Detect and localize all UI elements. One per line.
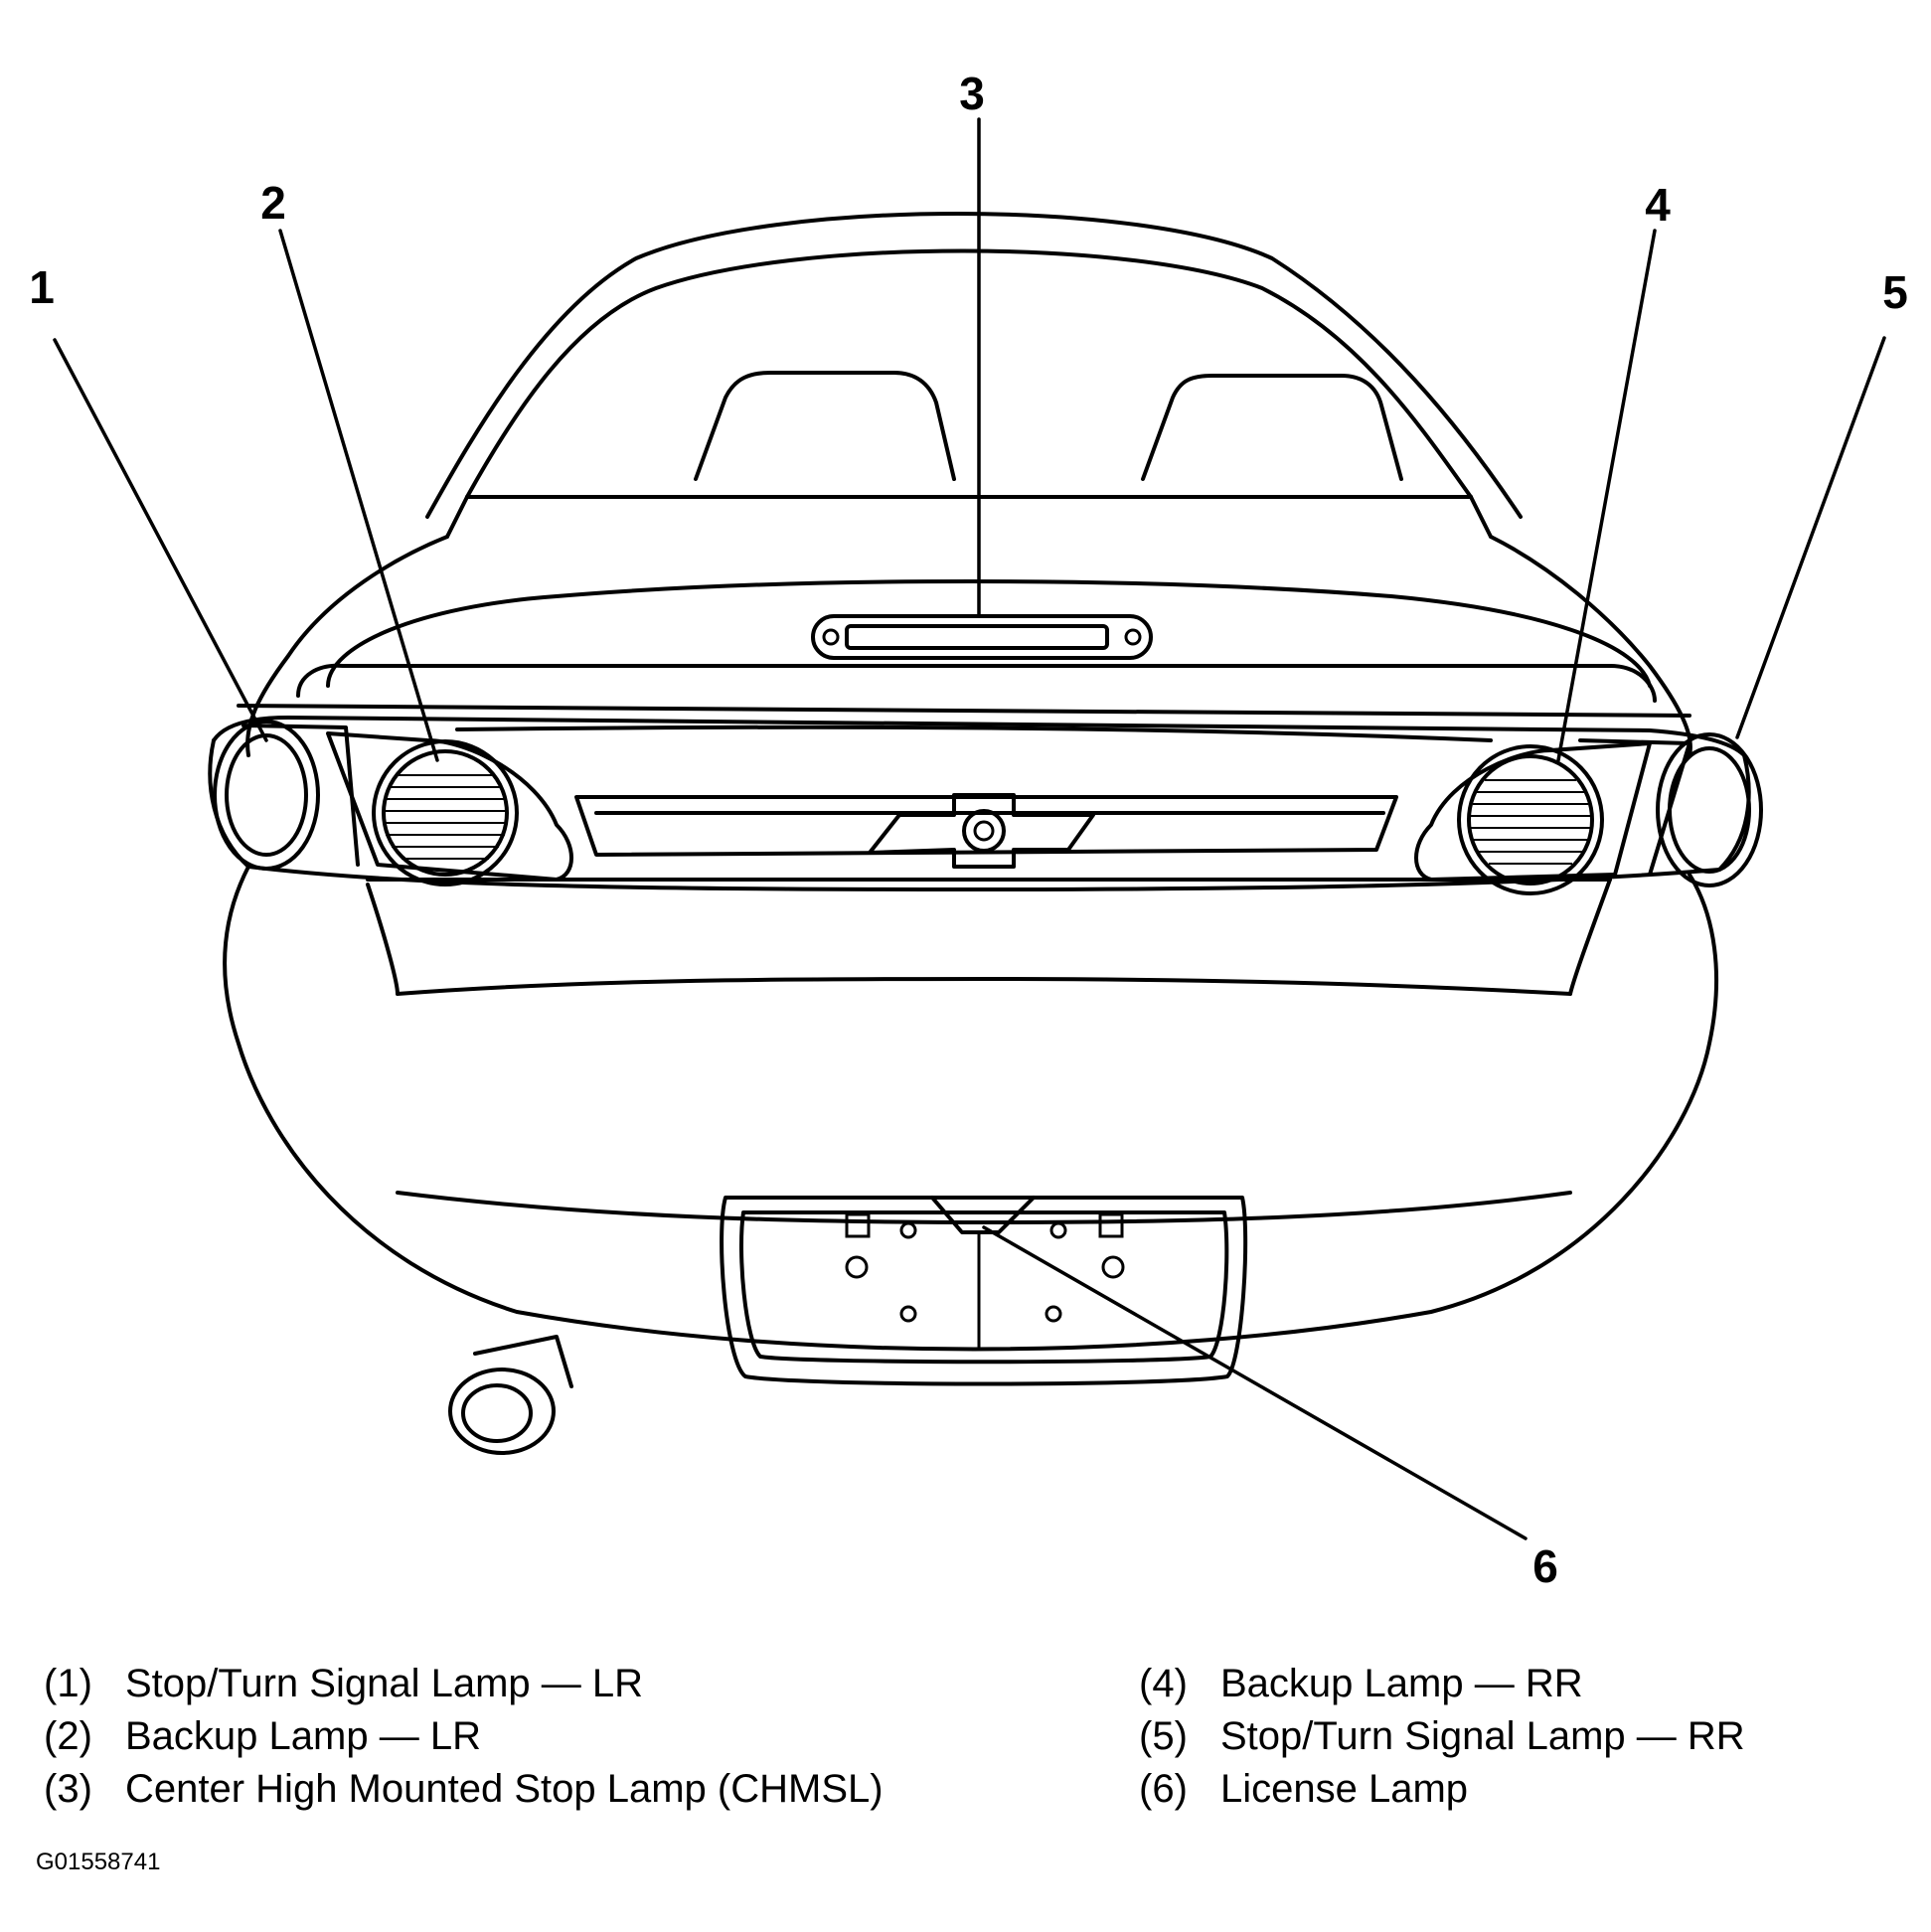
callout-labels: 1 2 3 4 5 6 bbox=[29, 68, 1908, 1592]
callout-2: 2 bbox=[260, 177, 286, 229]
legend-right: (4) Backup Lamp — RR (5) Stop/Turn Signa… bbox=[1139, 1658, 1745, 1816]
legend-label: Backup Lamp — LR bbox=[125, 1714, 481, 1758]
legend-number: (6) bbox=[1139, 1767, 1188, 1811]
stop-turn-lamp-rr bbox=[1656, 732, 1763, 887]
callout-6: 6 bbox=[1532, 1540, 1558, 1592]
legend-label: Stop/Turn Signal Lamp — LR bbox=[125, 1662, 643, 1705]
rear-bumper bbox=[223, 865, 1718, 1352]
backup-lamp-lr bbox=[372, 739, 519, 886]
legend-item: (2) Backup Lamp — LR bbox=[44, 1710, 884, 1763]
legend-label: Center High Mounted Stop Lamp (CHMSL) bbox=[125, 1767, 884, 1811]
trunk-lid bbox=[237, 535, 1692, 757]
legend-item: (4) Backup Lamp — RR bbox=[1139, 1658, 1745, 1710]
stop-turn-lamp-lr bbox=[213, 720, 320, 871]
license-plate-area bbox=[720, 1196, 1248, 1386]
legend-left: (1) Stop/Turn Signal Lamp — LR (2) Backu… bbox=[44, 1658, 884, 1816]
legend-label: Backup Lamp — RR bbox=[1220, 1662, 1583, 1705]
legend-number: (2) bbox=[44, 1714, 92, 1758]
legend-item: (1) Stop/Turn Signal Lamp — LR bbox=[44, 1658, 884, 1710]
emblem-strip bbox=[574, 795, 1398, 857]
legend-number: (5) bbox=[1139, 1714, 1188, 1758]
legend-label: License Lamp bbox=[1220, 1767, 1469, 1811]
callout-5: 5 bbox=[1882, 266, 1908, 318]
car-rear-lamp-diagram: 1 2 3 4 5 6 bbox=[29, 68, 1908, 1592]
exhaust-pipe bbox=[448, 1335, 573, 1455]
legend-label: Stop/Turn Signal Lamp — RR bbox=[1220, 1714, 1745, 1758]
callout-4: 4 bbox=[1645, 179, 1671, 231]
legend-number: (3) bbox=[44, 1767, 92, 1811]
tail-panel bbox=[208, 716, 1751, 891]
bowtie-emblem bbox=[868, 793, 1095, 869]
legend-item: (6) License Lamp bbox=[1139, 1763, 1745, 1816]
leader-lines bbox=[53, 117, 1886, 1540]
callout-3: 3 bbox=[959, 68, 985, 119]
figure-id: G01558741 bbox=[36, 1849, 161, 1875]
chmsl-lamp bbox=[811, 614, 1153, 660]
legend-number: (4) bbox=[1139, 1662, 1188, 1705]
seat-headrests bbox=[694, 371, 1403, 481]
callout-1: 1 bbox=[29, 261, 55, 313]
backup-lamp-rr bbox=[1457, 744, 1604, 895]
legend-item: (5) Stop/Turn Signal Lamp — RR bbox=[1139, 1710, 1745, 1763]
legend-number: (1) bbox=[44, 1662, 92, 1705]
legend-item: (3) Center High Mounted Stop Lamp (CHMSL… bbox=[44, 1763, 884, 1816]
rear-window bbox=[425, 212, 1523, 539]
